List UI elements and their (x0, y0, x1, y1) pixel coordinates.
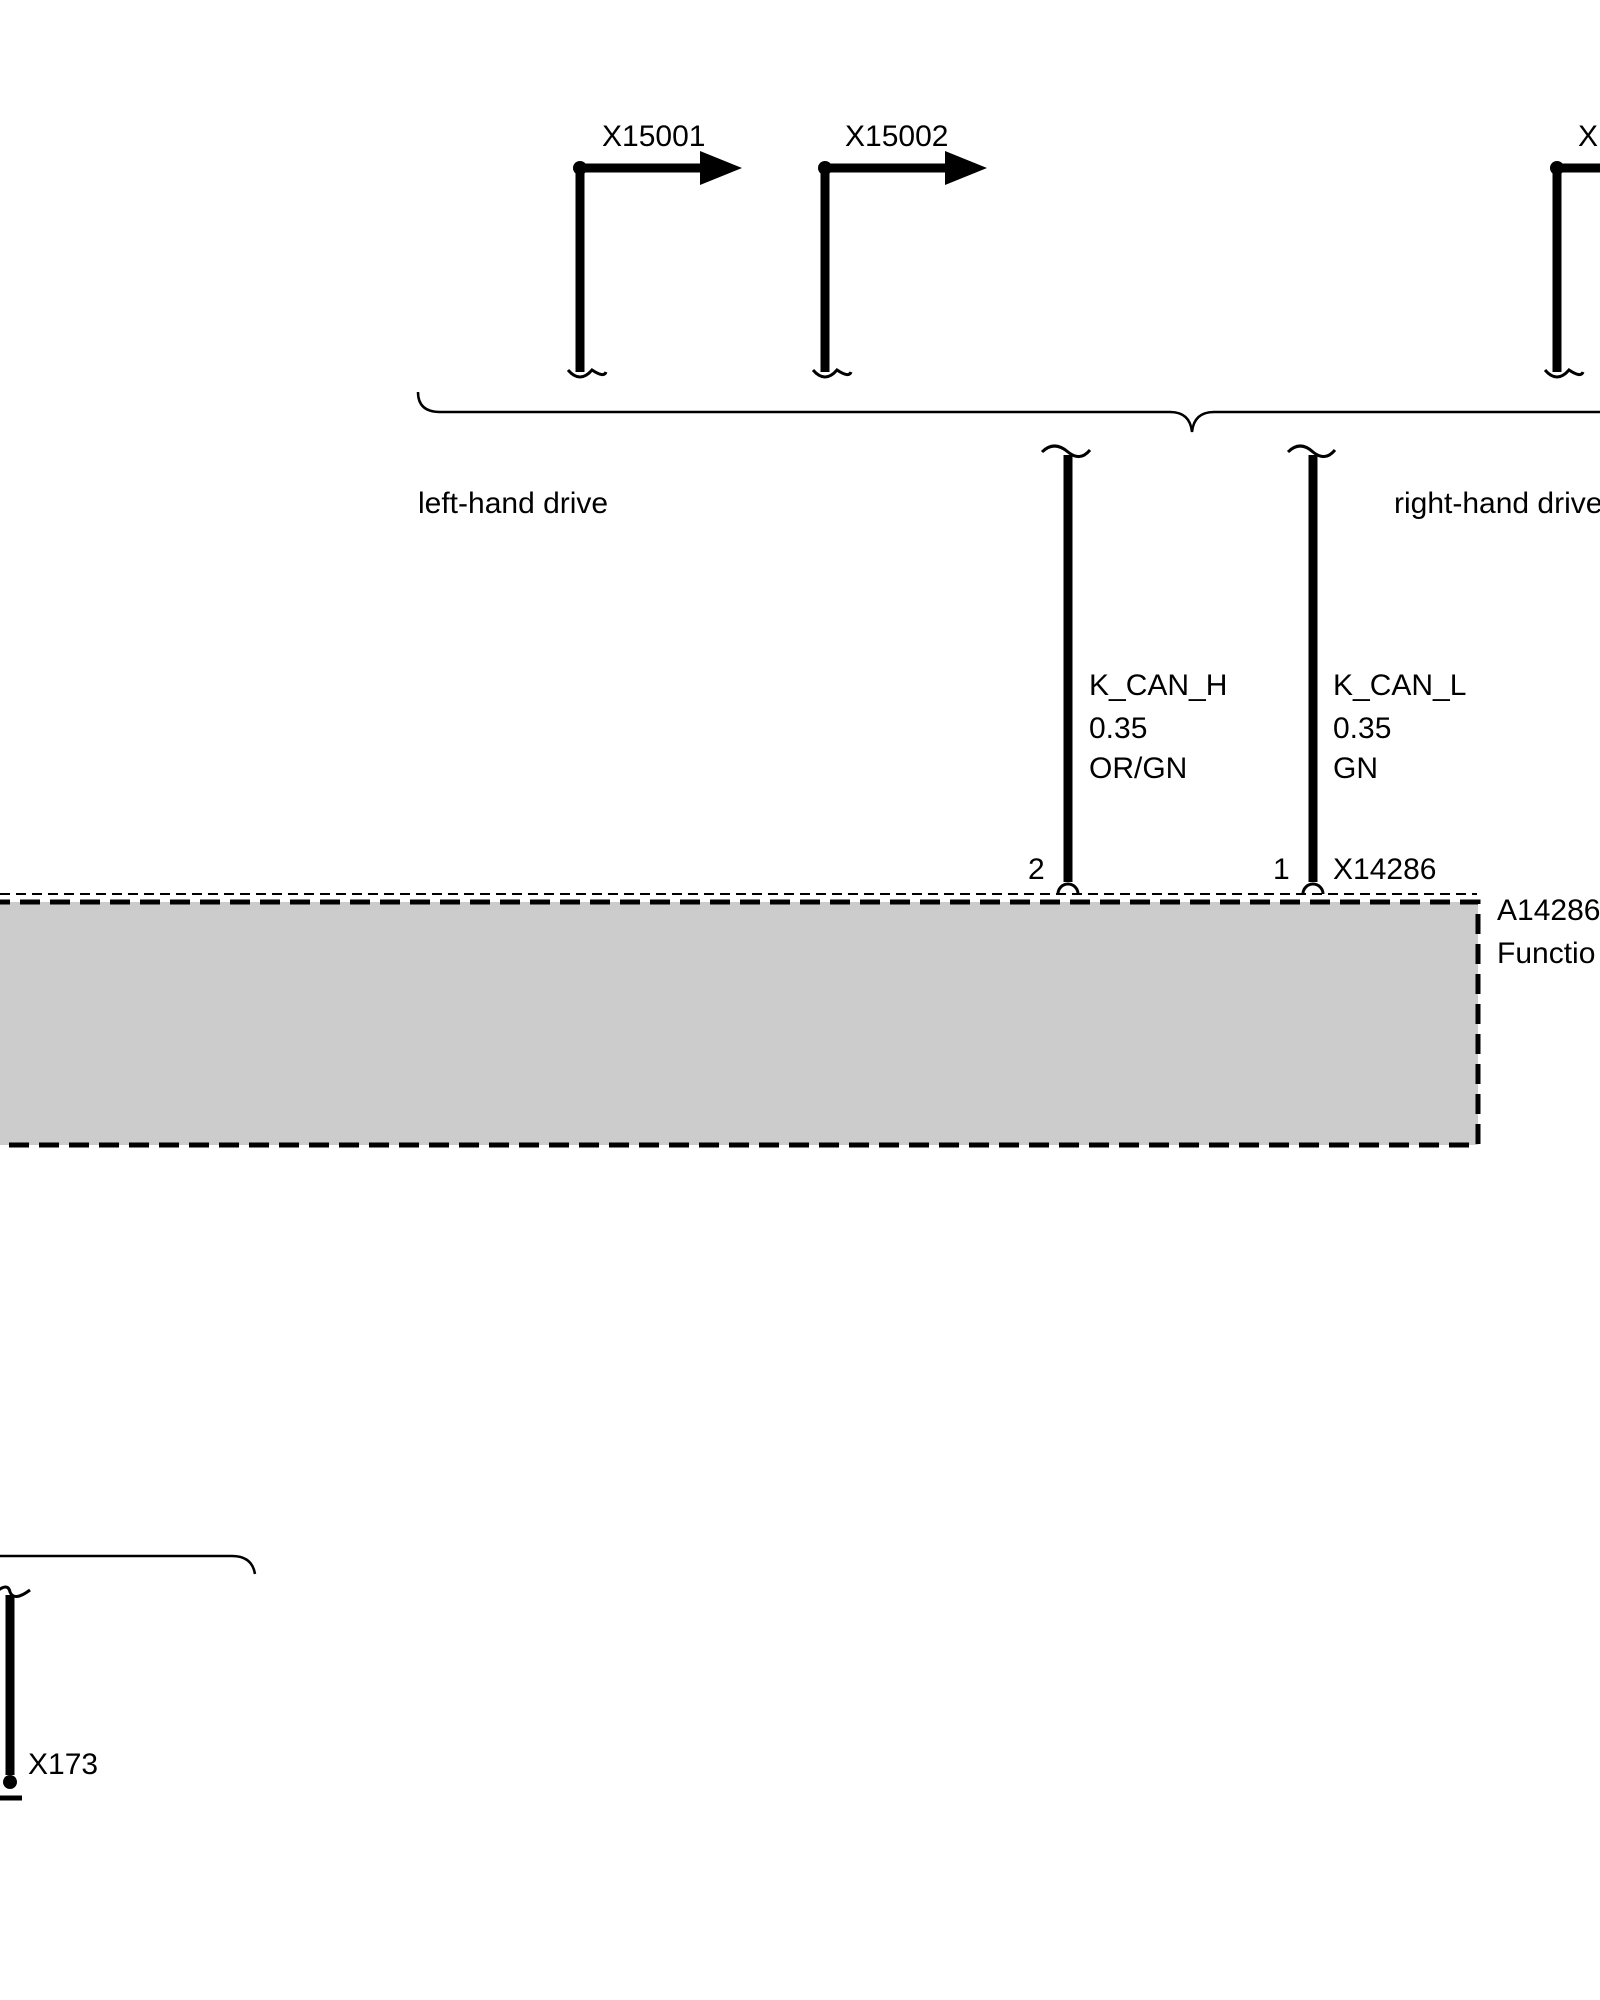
pin-number-label: 2 (1028, 853, 1045, 886)
wire-break-symbol (1040, 444, 1092, 458)
connector-label-x15002: X15002 (845, 120, 948, 153)
component-id-label: A14286 (1497, 894, 1600, 927)
connector-label-x173: X173 (28, 1748, 98, 1781)
wire-break-symbol (566, 368, 608, 379)
pin-number-label: 1 (1273, 853, 1290, 886)
wire-color-label: GN (1333, 752, 1378, 785)
bottom-option-brace (0, 1554, 257, 1575)
option-brace (416, 391, 1600, 433)
left-hand-drive-label: left-hand drive (418, 487, 608, 520)
pin-terminal (1301, 882, 1325, 895)
right-hand-drive-label: right-hand drive (1394, 487, 1600, 520)
component-box (0, 899, 1481, 1148)
connector-label-x14286: X14286 (1333, 853, 1436, 886)
connector-label-partial: X (1578, 120, 1598, 153)
connector-x173[interactable]: X173 (0, 1585, 98, 1801)
wire-break-symbol (1286, 444, 1337, 458)
wire-break-symbol (1543, 368, 1585, 379)
connector-x15002-link[interactable]: X15002 (811, 120, 987, 379)
connector-x15001-link[interactable]: X15001 (566, 120, 742, 379)
component-a14286[interactable]: A14286 Functio (0, 894, 1600, 1148)
connector-label-x15001: X15001 (602, 120, 705, 153)
junction-dot (3, 1775, 17, 1789)
arrow-right-icon (700, 151, 742, 185)
wire-signal-label: K_CAN_L (1333, 669, 1466, 702)
component-name-label: Functio (1497, 937, 1595, 970)
pin-terminal (1056, 882, 1080, 895)
wire-signal-label: K_CAN_H (1089, 669, 1227, 702)
wire-k-can-h[interactable]: K_CAN_H 0.35 OR/GN 2 (1028, 444, 1227, 895)
wire-gauge-label: 0.35 (1333, 712, 1391, 745)
wire-color-label: OR/GN (1089, 752, 1187, 785)
connector-partial-link[interactable]: X (1543, 120, 1600, 379)
wire-break-symbol (0, 1585, 31, 1598)
wire-k-can-l[interactable]: K_CAN_L 0.35 GN 1 (1273, 444, 1466, 895)
arrow-right-icon (945, 151, 987, 185)
wire-break-symbol (811, 368, 853, 379)
wire-gauge-label: 0.35 (1089, 712, 1147, 745)
